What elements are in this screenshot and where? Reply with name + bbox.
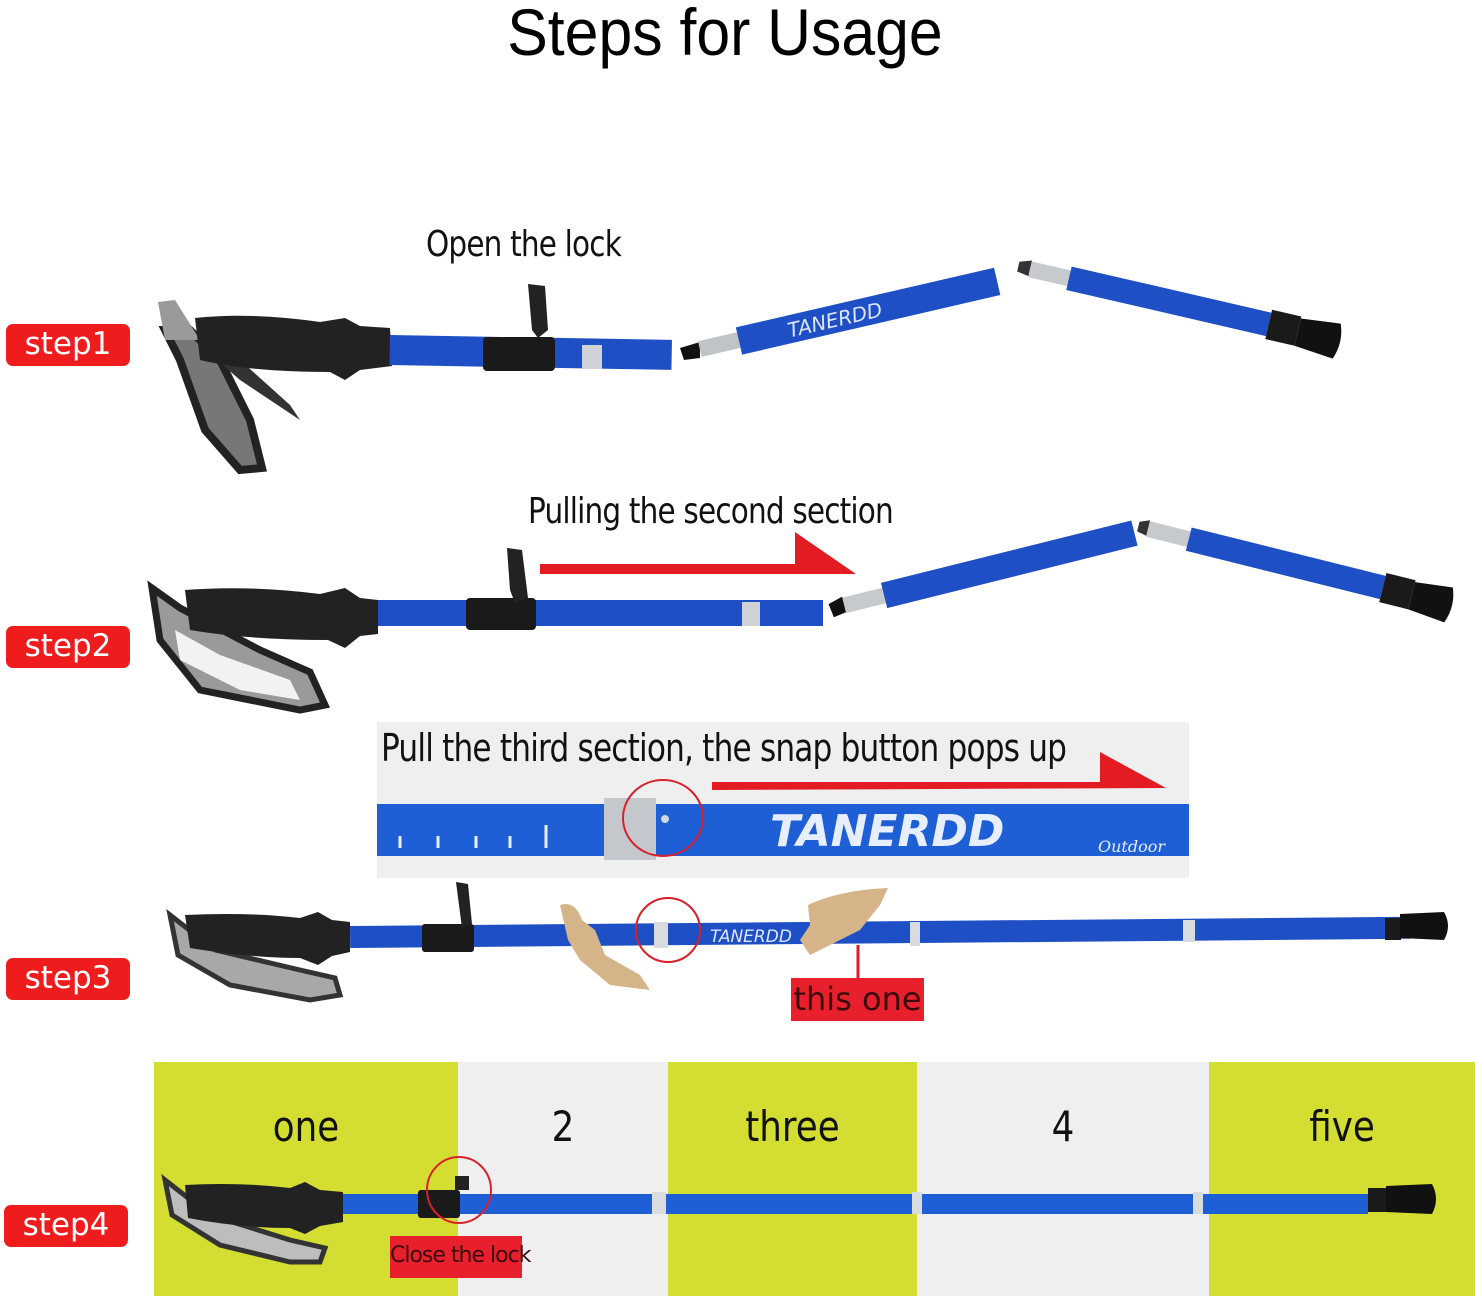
segment-label: five <box>1309 1102 1375 1151</box>
circle-highlight-icon <box>635 897 701 963</box>
flip-lock-icon <box>422 924 474 952</box>
segment-4: 4 <box>917 1062 1209 1296</box>
lock-lever-icon <box>528 284 548 338</box>
page-title: Steps for Usage <box>507 0 943 69</box>
pole-section-3 <box>1066 266 1272 337</box>
hand-icon <box>560 904 650 990</box>
grip-icon <box>195 315 392 380</box>
this-one-callout: this one <box>791 978 924 1021</box>
pole-section-2 <box>880 520 1138 609</box>
step1-caption: Open the lock <box>426 224 622 265</box>
step2-caption: Pulling the second section <box>528 491 894 532</box>
lock-lever-icon <box>455 1176 469 1190</box>
step1-badge: step1 <box>6 324 130 366</box>
pole-section-1 <box>343 1194 1368 1214</box>
circle-highlight-icon <box>426 1156 492 1224</box>
rubber-tip-icon <box>1386 1184 1436 1214</box>
pole-section-1 <box>350 916 1411 948</box>
wrist-strap-icon <box>166 908 344 1003</box>
segment-label: 4 <box>1051 1102 1075 1151</box>
grip-icon <box>185 1182 343 1234</box>
segment-label: three <box>745 1102 840 1151</box>
step4-badge: step4 <box>4 1205 128 1247</box>
rubber-tip-icon <box>1408 582 1454 623</box>
rubber-tip-icon <box>1400 912 1448 940</box>
brand-sub-label: Outdoor <box>1098 837 1166 856</box>
rubber-tip-icon <box>1294 318 1342 359</box>
segment-label: 2 <box>551 1102 575 1151</box>
close-lock-callout: Close the lock <box>390 1236 531 1278</box>
circle-highlight-icon <box>622 779 704 857</box>
pole-section-2 <box>735 267 1001 355</box>
brand-label: TANERDD <box>710 927 792 947</box>
brand-label: TANERDD <box>770 806 1004 857</box>
right-arrow-icon <box>540 532 856 574</box>
grip-icon <box>185 588 378 648</box>
segment-three: three <box>668 1062 917 1296</box>
grip-icon <box>185 912 350 965</box>
step3-caption: Pull the third section, the snap button … <box>381 726 1067 770</box>
step2-badge: step2 <box>6 626 130 668</box>
flip-lock-icon <box>483 337 555 371</box>
hand-icon <box>800 888 888 955</box>
segment-five: five <box>1209 1062 1475 1296</box>
grip-cap-icon <box>158 300 200 340</box>
lock-lever-icon <box>456 882 472 928</box>
pole-section-3 <box>1185 527 1386 600</box>
lock-lever-icon <box>507 548 528 603</box>
segment-label: one <box>272 1102 340 1151</box>
flip-lock-icon <box>418 1190 460 1218</box>
right-arrow-icon <box>712 752 1166 790</box>
step3-badge: step3 <box>6 958 130 1000</box>
flip-lock-icon <box>466 598 536 630</box>
